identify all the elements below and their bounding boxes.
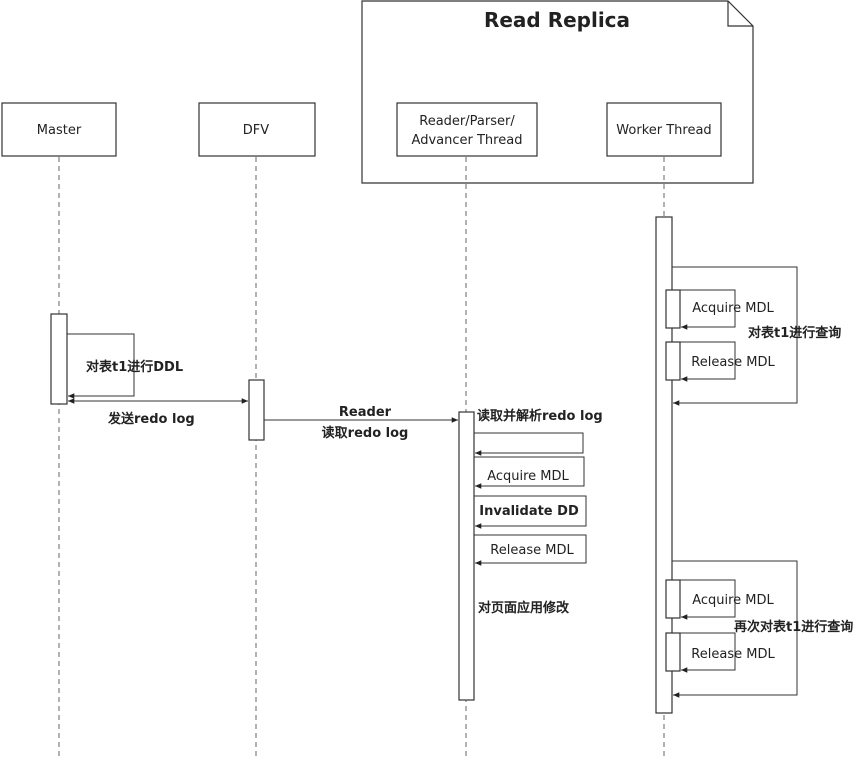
- master-label: Master: [37, 123, 82, 138]
- worker-label: Worker Thread: [616, 123, 711, 138]
- ddl-label: 对表t1进行DDL: [86, 359, 183, 375]
- message-ddl: 对表t1进行DDL: [67, 333, 183, 399]
- master-activation: [50, 313, 68, 405]
- message-worker-acquire-1: Acquire MDL: [680, 289, 775, 330]
- reader-release-label: Release MDL: [490, 543, 574, 558]
- worker-acquire-activation-2: [665, 579, 681, 619]
- message-query-1: 对表t1进行查询: [672, 266, 841, 406]
- activations: [50, 216, 681, 714]
- message-reader-acquire: Acquire MDL: [474, 456, 585, 489]
- message-reader-read: Reader 读取redo log: [264, 405, 458, 441]
- reader-acquire-label: Acquire MDL: [487, 469, 569, 484]
- participant-master: Master: [1, 102, 117, 157]
- worker-acquire-2-label: Acquire MDL: [692, 593, 774, 608]
- message-worker-release-2: Release MDL: [680, 632, 775, 673]
- lifelines: [58, 157, 665, 760]
- reader-label-line2: Advancer Thread: [412, 133, 523, 148]
- frame-title: Read Replica: [484, 8, 630, 32]
- worker-release-2-label: Release MDL: [691, 647, 775, 662]
- dfv-label: DFV: [243, 123, 269, 138]
- worker-release-1-label: Release MDL: [691, 355, 775, 370]
- query-2-label: 再次对表t1进行查询: [734, 619, 853, 635]
- message-invalidate: Invalidate DD: [474, 495, 587, 529]
- query-1-label: 对表t1进行查询: [748, 325, 841, 341]
- participant-worker: Worker Thread: [606, 102, 722, 157]
- message-read-parse: 读取并解析redo log: [474, 408, 603, 456]
- invalidate-label: Invalidate DD: [479, 504, 579, 519]
- message-query-2: 再次对表t1进行查询: [672, 560, 853, 698]
- read-parse-label: 读取并解析redo log: [477, 408, 603, 424]
- worker-acquire-activation-1: [665, 289, 681, 329]
- dfv-activation: [248, 379, 265, 441]
- worker-release-activation-1: [665, 341, 681, 381]
- message-worker-acquire-2: Acquire MDL: [680, 579, 775, 620]
- reader-activation: [458, 411, 475, 701]
- apply-label: 对页面应用修改: [478, 600, 570, 616]
- reader-read-label-line2: 读取redo log: [322, 425, 409, 441]
- worker-acquire-1-label: Acquire MDL: [692, 301, 774, 316]
- reader-read-label-line1: Reader: [339, 405, 392, 420]
- worker-release-activation-2: [665, 632, 681, 672]
- message-reader-release: Release MDL: [474, 534, 587, 566]
- reader-label-line1: Reader/Parser/: [419, 114, 515, 129]
- message-worker-release-1: Release MDL: [680, 341, 775, 382]
- send-redo-label: 发送redo log: [107, 411, 195, 427]
- participant-reader: Reader/Parser/ Advancer Thread: [396, 102, 538, 157]
- message-send-redo: 发送redo log: [68, 398, 248, 427]
- participant-dfv: DFV: [198, 102, 316, 157]
